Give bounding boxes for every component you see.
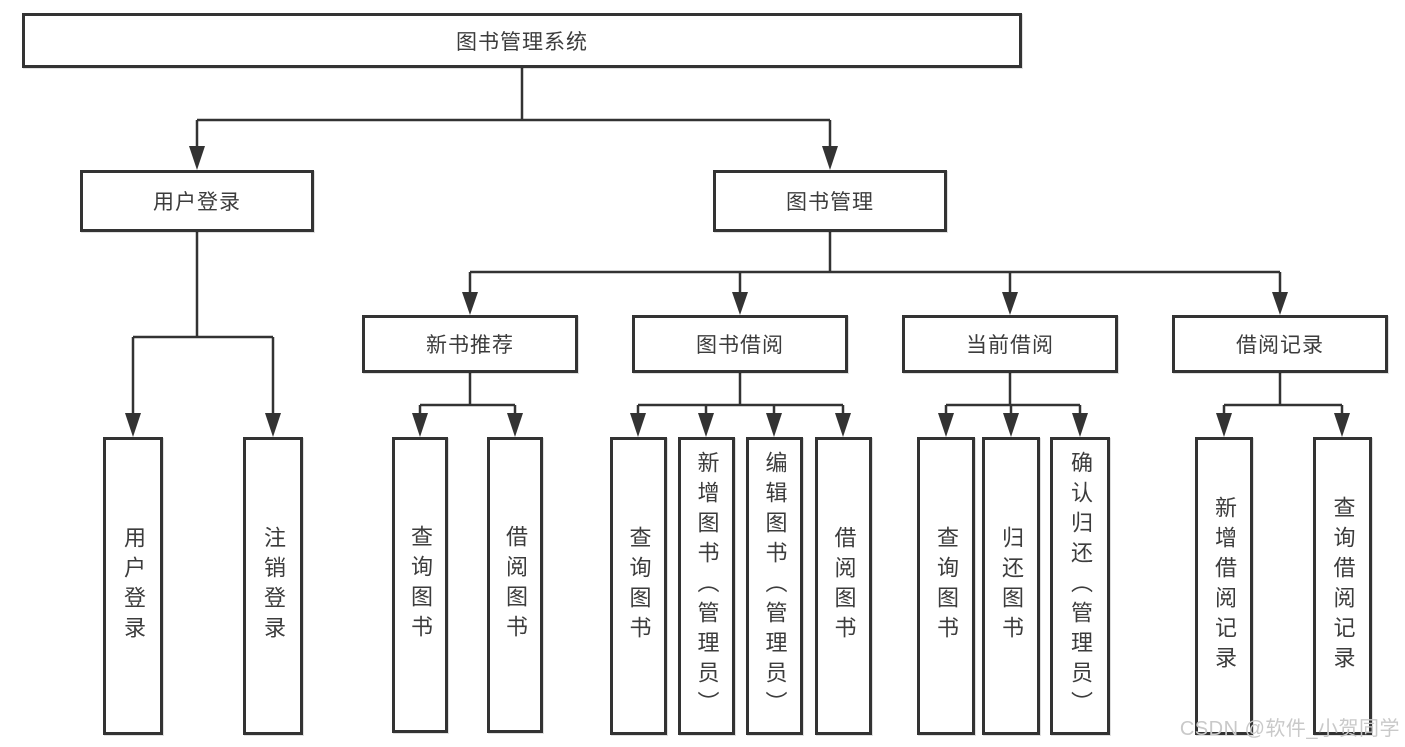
arrow-icon [732,292,748,315]
node-book-management: 图书管理 [713,170,947,232]
arrow-icon [1002,292,1018,315]
leaf-current-return-books: 归还图书 [982,437,1040,735]
arrow-icon [938,413,954,437]
connector-lines [131,68,1344,418]
arrow-icon [412,413,428,437]
arrow-icon [766,413,782,437]
arrow-icon [462,292,478,315]
leaf-logout: 注销登录 [243,437,303,735]
arrow-icon [265,413,281,437]
arrow-icon [189,146,205,170]
node-user-login: 用户登录 [80,170,314,232]
node-book-borrowing: 图书借阅 [632,315,848,373]
connector-book-borrowing [636,373,845,418]
leaf-label: 用户登录 [121,526,146,646]
leaf-borrowing-query-books: 查询图书 [610,437,667,735]
arrow-icon [125,413,141,437]
arrow-icon [1072,413,1088,437]
arrowheads [125,146,1350,437]
leaf-label: 归还图书 [999,526,1024,646]
leaf-borrowing-borrow-books: 借阅图书 [815,437,872,735]
connector-current-borrowing [944,373,1082,418]
leaf-newbooks-query-books: 查询图书 [392,437,448,733]
leaf-borrowing-add-books-admin: 新增图书（管理员） [678,437,735,735]
leaf-label: 新增图书（管理员） [694,451,720,721]
node-borrow-records: 借阅记录 [1172,315,1388,373]
leaf-label: 查询图书 [934,526,959,646]
leaf-borrowing-edit-books-admin: 编辑图书（管理员） [746,437,803,735]
leaf-label: 查询图书 [408,525,433,645]
leaf-newbooks-borrow-books: 借阅图书 [487,437,543,733]
node-library-management-system: 图书管理系统 [22,13,1022,68]
connector-root [195,68,832,150]
connector-user-login [131,232,275,418]
arrow-icon [835,413,851,437]
arrow-icon [1334,413,1350,437]
connector-new-book-recommend [418,373,517,418]
leaf-label: 确认归还（管理员） [1068,451,1093,721]
connector-borrow-records [1222,373,1344,418]
leaf-label: 借阅图书 [831,526,857,646]
leaf-label: 新增借阅记录 [1212,496,1237,676]
csdn-watermark: CSDN @软件_小贺同学 [1179,718,1400,740]
leaf-label: 编辑图书（管理员） [762,451,788,721]
arrow-icon [630,413,646,437]
node-current-borrowing: 当前借阅 [902,315,1118,373]
leaf-label: 注销登录 [261,526,286,646]
node-new-book-recommend: 新书推荐 [362,315,578,373]
leaf-current-query-books: 查询图书 [917,437,975,735]
connector-book-management [468,232,1282,296]
arrow-icon [822,146,838,170]
leaf-user-login: 用户登录 [103,437,163,735]
leaf-label: 借阅图书 [503,525,528,645]
leaf-label: 查询图书 [626,526,652,646]
arrow-icon [1003,413,1019,437]
leaf-label: 查询借阅记录 [1330,496,1356,676]
arrow-icon [698,413,714,437]
arrow-icon [1216,413,1232,437]
arrow-icon [507,413,523,437]
leaf-records-add-record: 新增借阅记录 [1195,437,1253,735]
leaf-current-confirm-return-admin: 确认归还（管理员） [1050,437,1110,735]
leaf-records-query-record: 查询借阅记录 [1313,437,1372,735]
arrow-icon [1272,292,1288,315]
